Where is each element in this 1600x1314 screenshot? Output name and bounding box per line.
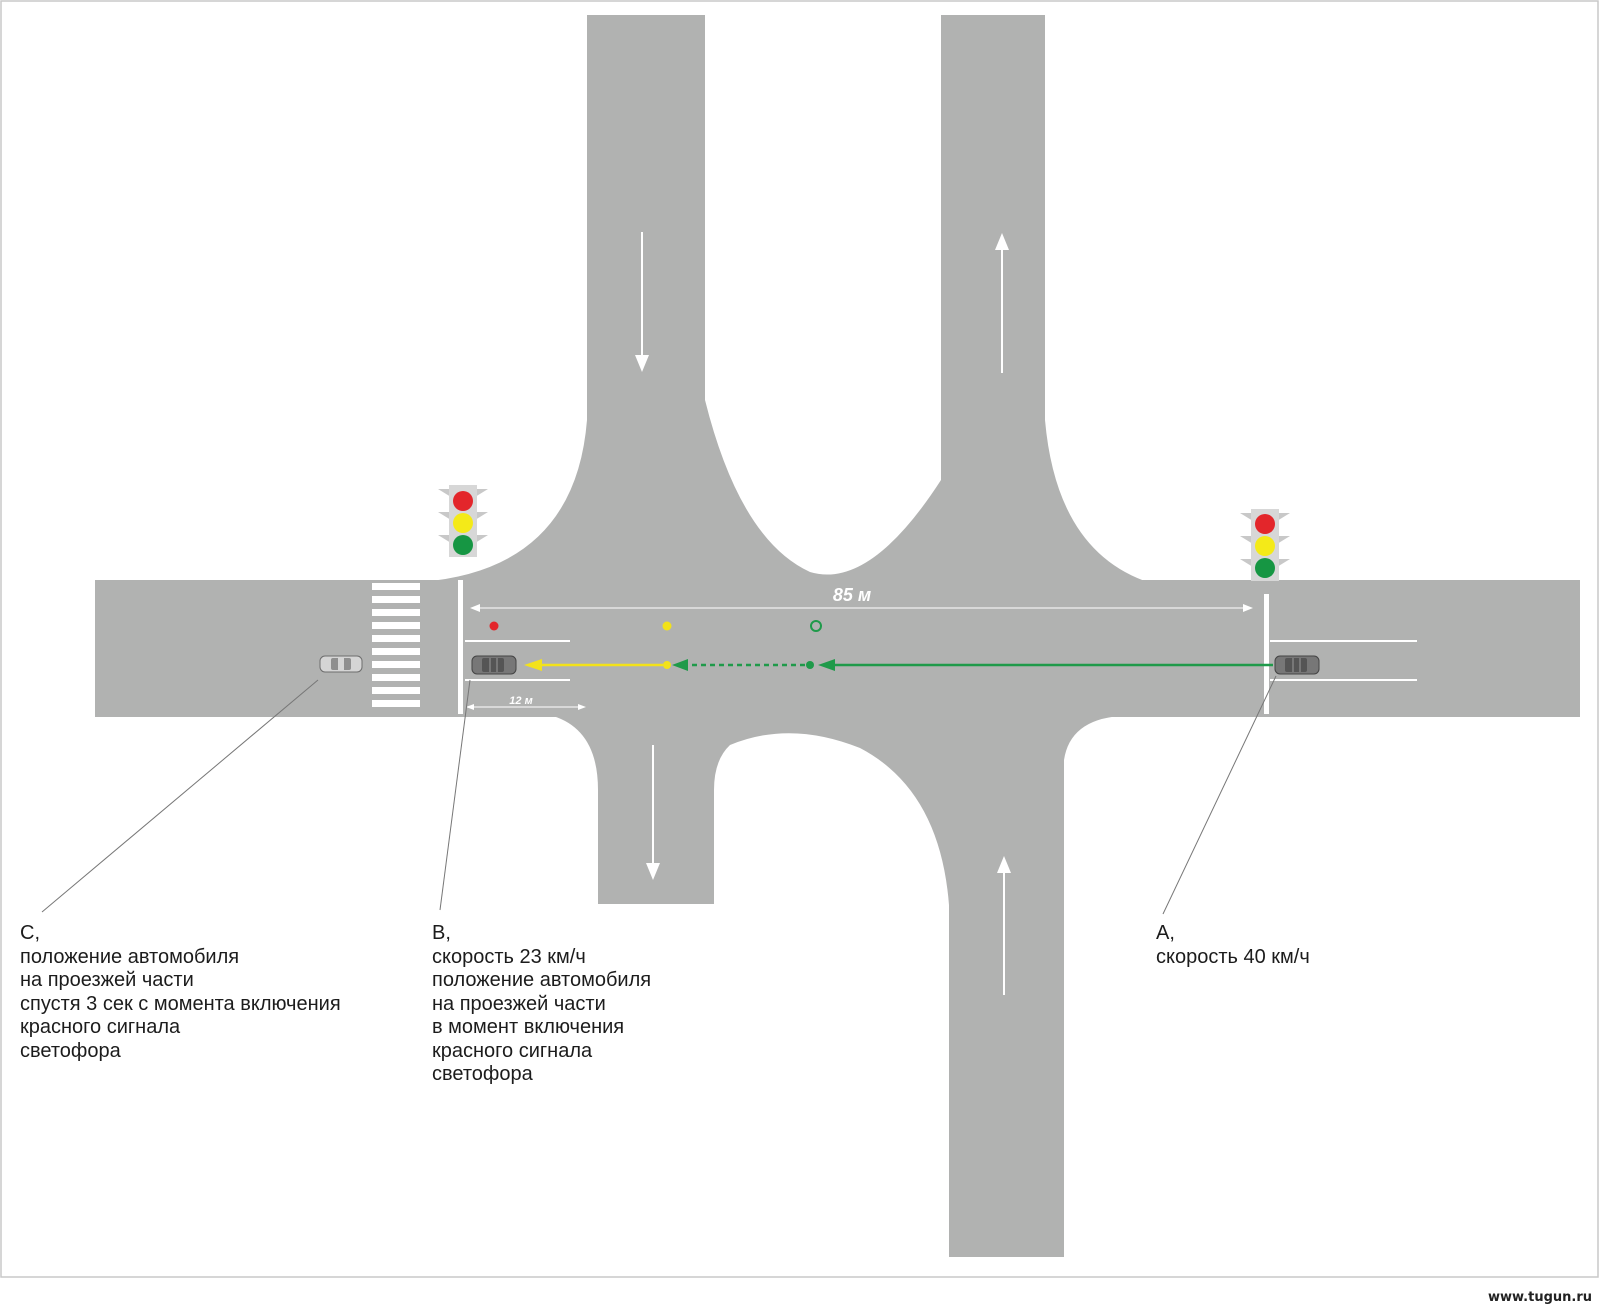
label-position-c: C, положение автомобиля на проезжей част… (20, 922, 341, 1063)
label-c-line: светофора (20, 1039, 121, 1062)
stop-line-right (1264, 594, 1269, 714)
distance-short-label: 12 м (509, 695, 532, 707)
stop-line-left (458, 580, 463, 714)
label-b-line: B, (432, 922, 451, 944)
label-b-line: светофора (432, 1063, 533, 1085)
watermark: www.tugun.ru (1487, 1290, 1592, 1305)
car-icon (471, 655, 517, 675)
red-phase-dot (489, 621, 499, 631)
label-c-line: красного сигнала (20, 1016, 181, 1038)
distance-total-label: 85 м (833, 585, 871, 605)
road-surface (95, 15, 1580, 1257)
label-b-line: скорость 23 км/ч (432, 945, 586, 968)
label-a-line: скорость 40 км/ч (1156, 945, 1310, 968)
traffic-light-icon (1240, 509, 1290, 581)
label-position-a: A, скорость 40 км/ч (1156, 922, 1310, 969)
green-phase-ring (810, 620, 822, 632)
label-b-line: в момент включения (432, 1016, 625, 1038)
crosswalk (372, 583, 420, 707)
yellow-phase-dot (662, 621, 672, 631)
car-icon (319, 655, 363, 673)
traffic-light-icon (438, 485, 488, 557)
label-c-line: на проезжей части (20, 969, 194, 991)
distance-12m: 12 м (466, 695, 586, 710)
label-b-line: красного сигнала (432, 1039, 593, 1062)
label-c-line: спустя 3 сек с момента включения (20, 992, 341, 1015)
label-c-line: положение автомобиля (20, 945, 240, 968)
label-c-line: C, (20, 922, 40, 944)
label-position-b: B, скорость 23 км/ч положение автомобиля… (432, 922, 651, 1087)
distance-85m: 85 м (470, 585, 1253, 612)
lane-markings (465, 640, 1417, 681)
label-b-line: на проезжей части (432, 992, 606, 1015)
label-b-line: положение автомобиля (432, 969, 652, 991)
car-icon (1274, 655, 1320, 675)
vehicle-trajectory (524, 659, 1273, 671)
label-a-line: A, (1156, 922, 1175, 944)
diagram-frame (0, 0, 1599, 1278)
direction-arrows (635, 232, 1011, 995)
leader-lines (41, 675, 1277, 915)
